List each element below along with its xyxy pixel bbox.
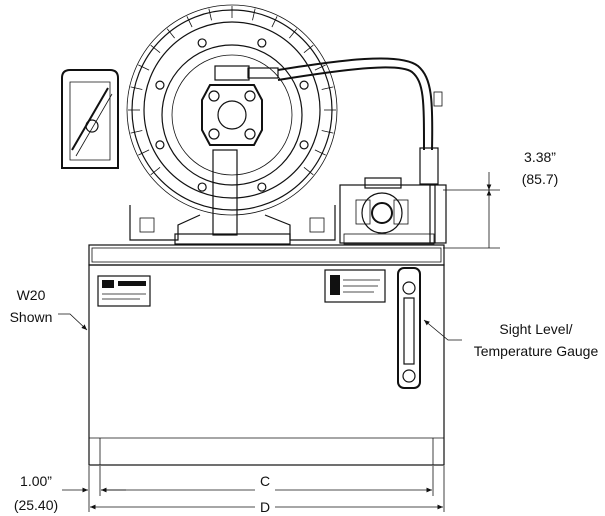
motor-fin: [252, 8, 256, 21]
motor-face-inner: [161, 44, 303, 186]
motor-fin: [166, 28, 175, 39]
motor-fin: [303, 44, 314, 53]
motor-fin: [208, 8, 212, 21]
motor-bolt: [155, 80, 165, 90]
motor-face-ring: [143, 21, 321, 199]
motor-fin: [321, 130, 334, 134]
motor-fin: [130, 86, 143, 90]
dim-c-label: C: [260, 473, 270, 489]
left-dim-metric: (25.40): [14, 497, 58, 513]
pump-flange: [201, 84, 263, 146]
top-dim-value: 3.38”: [524, 149, 556, 165]
motor-support-post: [212, 149, 238, 236]
sight-level-gauge: [397, 267, 421, 389]
motor-face-inner-ring: [171, 54, 293, 176]
junction-box: [61, 69, 119, 169]
motor-fin: [150, 167, 161, 176]
motor-bolt: [257, 182, 267, 192]
motor-fin: [138, 149, 150, 156]
valve-manifold: [339, 177, 447, 245]
warning-label: [97, 275, 151, 307]
model-label-line1: W20: [17, 287, 46, 303]
sight-leader: [423, 319, 462, 341]
motor-fin: [314, 149, 326, 156]
annotations: 3.38” (85.7) W20 Shown Sight Level/ Temp…: [10, 149, 599, 515]
pressure-hose: [277, 57, 443, 185]
pump-fitting: [214, 65, 250, 81]
dim-d-label: D: [260, 499, 270, 515]
motor-bolt: [299, 140, 309, 150]
top-dim-metric: (85.7): [522, 171, 559, 187]
motor-bolt: [257, 38, 267, 48]
motor-bolt: [197, 38, 207, 48]
sight-label-line1: Sight Level/: [499, 321, 572, 337]
motor-bolt: [197, 182, 207, 192]
motor-fin: [321, 86, 334, 90]
motor-fin: [130, 130, 143, 134]
motor-fins: [128, 6, 336, 176]
motor-fin: [303, 167, 314, 176]
motor-fin: [186, 16, 193, 28]
pump-shaft: [217, 100, 247, 130]
name-plate: [324, 269, 386, 303]
motor-bolt: [299, 80, 309, 90]
reservoir-tank: [88, 244, 445, 466]
motor-fin: [289, 28, 298, 39]
left-dim-value: 1.00”: [20, 473, 52, 489]
motor-bolts: [155, 38, 309, 192]
electric-motor: [126, 4, 338, 245]
sight-label-line2: Temperature Gauge: [474, 343, 599, 359]
motor-fin: [150, 44, 161, 53]
motor-base-plate: [174, 233, 291, 245]
model-leader: [58, 313, 88, 331]
motor-fin-outline: [126, 4, 338, 216]
model-label-line2: Shown: [10, 309, 53, 325]
hose-end-fitting: [419, 147, 439, 185]
tank-body: [88, 264, 445, 466]
motor-fin: [314, 64, 326, 71]
motor-fin: [138, 64, 150, 71]
motor-foot-left: [129, 205, 201, 241]
motor-bolt: [155, 140, 165, 150]
motor-foot-right: [264, 205, 336, 241]
motor-fin: [271, 16, 278, 28]
